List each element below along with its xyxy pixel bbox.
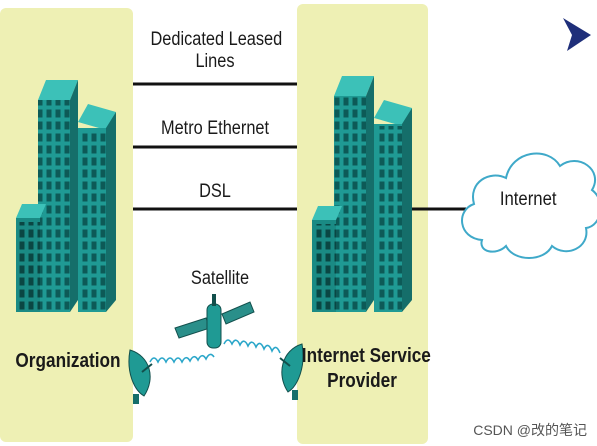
organization-building-icon (16, 80, 116, 312)
dsl-label: DSL (199, 181, 231, 202)
isp-label: Internet Service Provider (301, 345, 431, 392)
internet-cloud-icon (461, 152, 597, 259)
signal-right (223, 339, 281, 354)
satellite-dish-icon (128, 349, 153, 404)
next-arrow-icon[interactable] (563, 18, 591, 51)
organization-label: Organization (15, 350, 121, 372)
satellite-icon (174, 294, 255, 349)
satellite-dish-icon (279, 343, 304, 400)
watermark: CSDN @改的笔记 (473, 422, 587, 438)
satellite-label: Satellite (190, 268, 250, 289)
leased-lines-label: Dedicated Leased Lines (150, 29, 283, 72)
signal-left (149, 353, 215, 364)
metro-ethernet-label: Metro Ethernet (160, 118, 270, 139)
isp-building-icon (312, 76, 412, 312)
internet-label: Internet (499, 189, 557, 210)
